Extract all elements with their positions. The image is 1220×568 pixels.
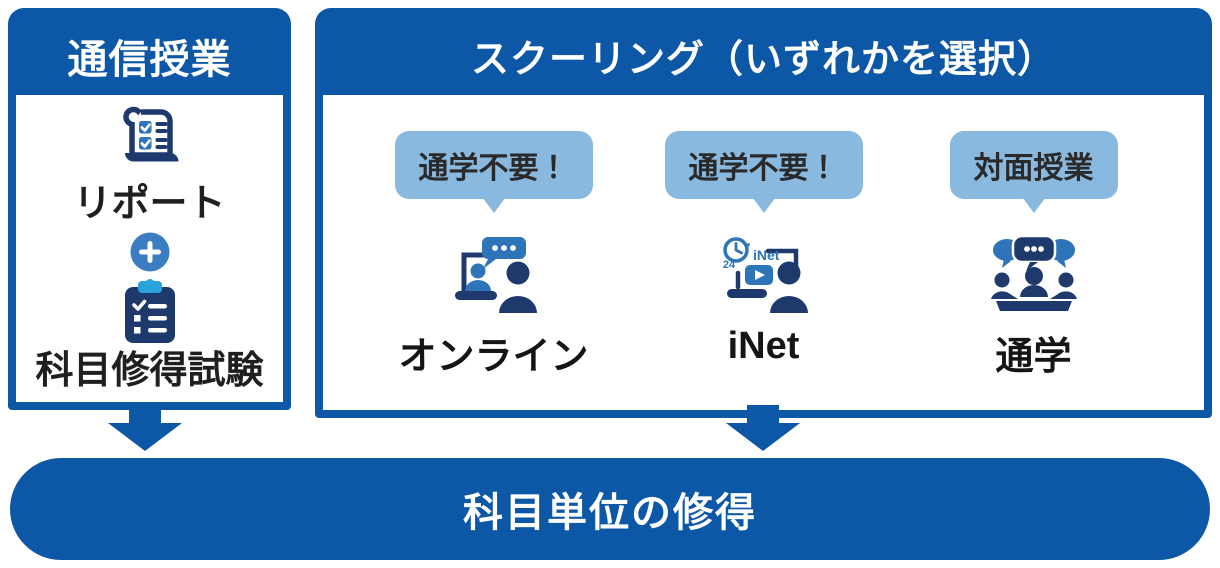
speech-bubble-tail — [481, 197, 506, 213]
plus-icon — [130, 232, 170, 272]
schooling-title: スクーリング（いずれかを選択） — [470, 39, 1056, 81]
correspondence-course-title: 通信授業 — [67, 37, 232, 82]
icon-badge-24: 24 — [722, 259, 735, 271]
credit-result-bar: 科目単位の修得 — [10, 458, 1210, 560]
schooling-option-online: 通学不要！ — [379, 95, 609, 410]
schooling-box: スクーリング（いずれかを選択） 通学不要！ — [315, 8, 1212, 418]
online-video-call-icon — [442, 225, 546, 321]
speech-bubble: 通学不要！ — [664, 131, 863, 199]
correspondence-course-body: リポート 科目修得 — [16, 95, 283, 402]
clipboard-checklist-icon — [119, 277, 181, 345]
schooling-option-inet: 通学不要！ 24 iNet — [649, 95, 879, 410]
option-label: オンライン — [398, 336, 589, 378]
speech-bubble: 対面授業 — [949, 131, 1118, 199]
down-arrow-schooling — [726, 405, 800, 451]
correspondence-course-header: 通信授業 — [16, 16, 283, 95]
icon-text-inet: iNet — [753, 247, 780, 263]
speech-bubble: 通学不要！ — [394, 131, 593, 199]
option-label: iNet — [727, 325, 800, 367]
schooling-header: スクーリング（いずれかを選択） — [323, 16, 1204, 95]
schooling-body: 通学不要！ — [323, 95, 1204, 410]
report-label: リポート — [73, 182, 226, 225]
group-discussion-icon — [982, 225, 1086, 321]
exam-label: 科目修得試験 — [35, 349, 264, 392]
speech-bubble-tail — [751, 197, 776, 213]
inet-on-demand-icon: 24 iNet — [712, 225, 816, 321]
correspondence-course-box: 通信授業 リポート — [8, 8, 291, 410]
down-arrow-correspondence — [108, 405, 182, 451]
schooling-option-commute: 対面授業 — [919, 95, 1149, 410]
speech-bubble-tail — [1021, 197, 1046, 213]
report-scroll-icon — [112, 104, 188, 178]
credit-result-label: 科目単位の修得 — [463, 491, 757, 535]
option-label: 通学 — [995, 336, 1072, 378]
